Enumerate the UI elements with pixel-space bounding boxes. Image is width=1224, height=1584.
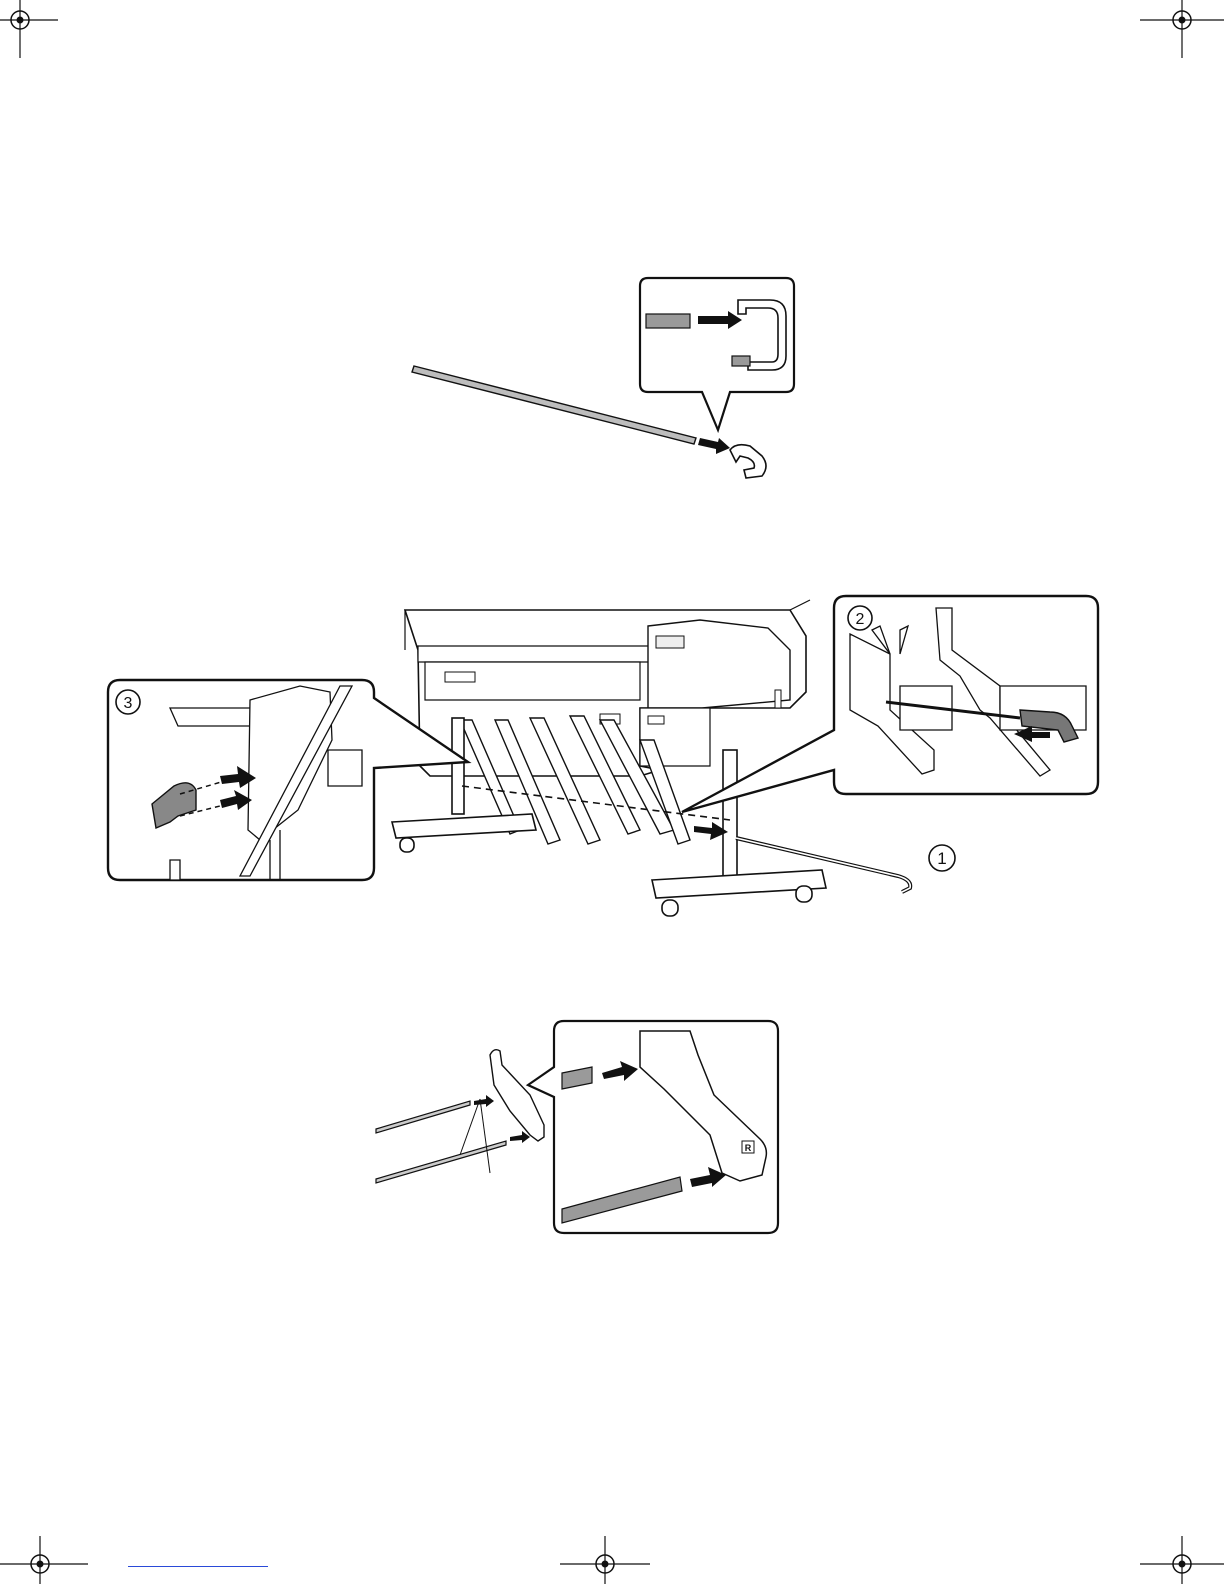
printer-icon (405, 600, 810, 776)
figure-rod-end-cap (400, 270, 810, 490)
figure-guide-arm-rods: R (370, 1015, 785, 1240)
registration-mark-icon (0, 0, 60, 60)
svg-text:1: 1 (937, 849, 946, 868)
figure-printer-stand-assembly: 1 3 2 (100, 590, 1110, 935)
svg-text:R: R (745, 1143, 752, 1153)
footer-link-underline[interactable] (128, 1566, 268, 1567)
registration-mark-icon (0, 1534, 90, 1584)
svg-text:2: 2 (856, 611, 865, 628)
registration-mark-icon (1140, 1534, 1224, 1584)
registration-mark-icon (1140, 0, 1224, 60)
registration-mark-icon (560, 1534, 650, 1584)
svg-text:3: 3 (124, 695, 133, 712)
